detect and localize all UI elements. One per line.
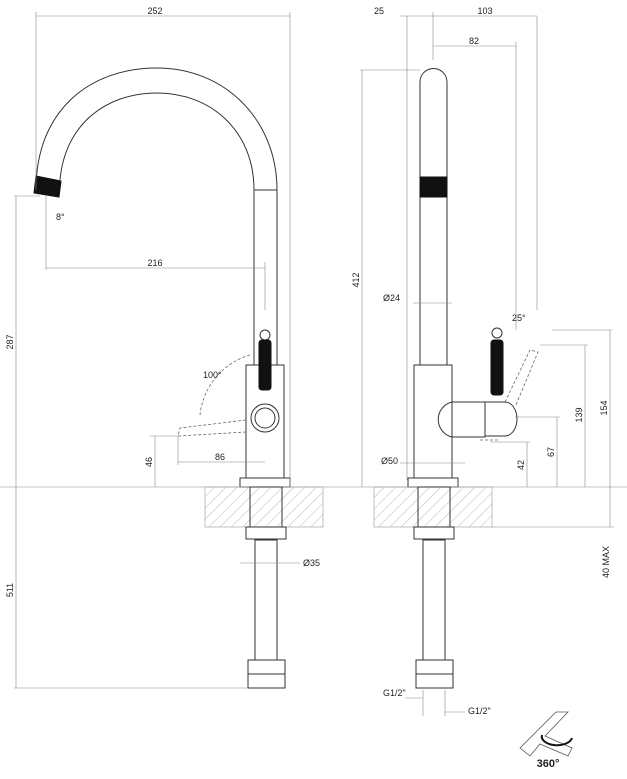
rotation-360-icon: 360° <box>519 711 573 770</box>
hose-side <box>422 539 446 661</box>
cartridge-knob <box>250 403 280 433</box>
lever-knob <box>259 329 271 341</box>
dim-offset-back: 25 <box>374 6 384 16</box>
dim-connection-left: G1/2" <box>383 688 406 698</box>
dim-depth-overall: 103 <box>477 6 492 16</box>
dim-height-lever-low: 42 <box>516 460 526 470</box>
dim-depth-spout: 82 <box>469 36 479 46</box>
hose <box>254 539 278 661</box>
base-flange <box>239 477 291 488</box>
pipe <box>419 68 448 365</box>
dim-lever-rotation: 100° <box>203 370 222 380</box>
dim-height-lever-top: 154 <box>599 400 609 415</box>
lever-handle <box>258 339 272 391</box>
aerator <box>33 175 62 198</box>
pipe-band <box>419 176 448 198</box>
dim-base-diameter: Ø50 <box>381 456 398 466</box>
dim-lever-angle: 25° <box>512 313 526 323</box>
dim-spout-angle: 8° <box>56 212 65 222</box>
dim-width-overall: 252 <box>147 6 162 16</box>
dim-hose-length: 511 <box>5 583 15 597</box>
dim-height-overall: 412 <box>351 272 361 287</box>
body-side <box>413 364 453 479</box>
dim-counter-thickness: 40 MAX <box>601 546 611 578</box>
dim-lever-reach: 86 <box>215 452 225 462</box>
side-view: 25 103 82 412 Ø24 25° 154 139 67 42 Ø50 … <box>351 6 614 716</box>
rotation-label: 360° <box>537 758 560 770</box>
dim-connection-right: G1/2" <box>468 706 491 716</box>
dim-spout-height: 287 <box>5 334 15 349</box>
counter-section <box>204 486 324 528</box>
spout-inner <box>59 92 255 365</box>
dim-spout-reach: 216 <box>147 258 162 268</box>
lever-handle-side <box>490 339 504 396</box>
dim-height-lever-axis: 67 <box>546 447 556 457</box>
dim-height-lever-open: 139 <box>574 407 584 422</box>
front-view: 252 8° 216 287 100° 86 46 511 Ø35 <box>5 6 324 689</box>
dim-pipe-diameter: Ø24 <box>383 293 400 303</box>
dim-shank-diameter: Ø35 <box>303 558 320 568</box>
lever-stub <box>437 401 486 438</box>
spout-outer <box>35 67 278 365</box>
dim-lever-height: 46 <box>144 457 154 467</box>
